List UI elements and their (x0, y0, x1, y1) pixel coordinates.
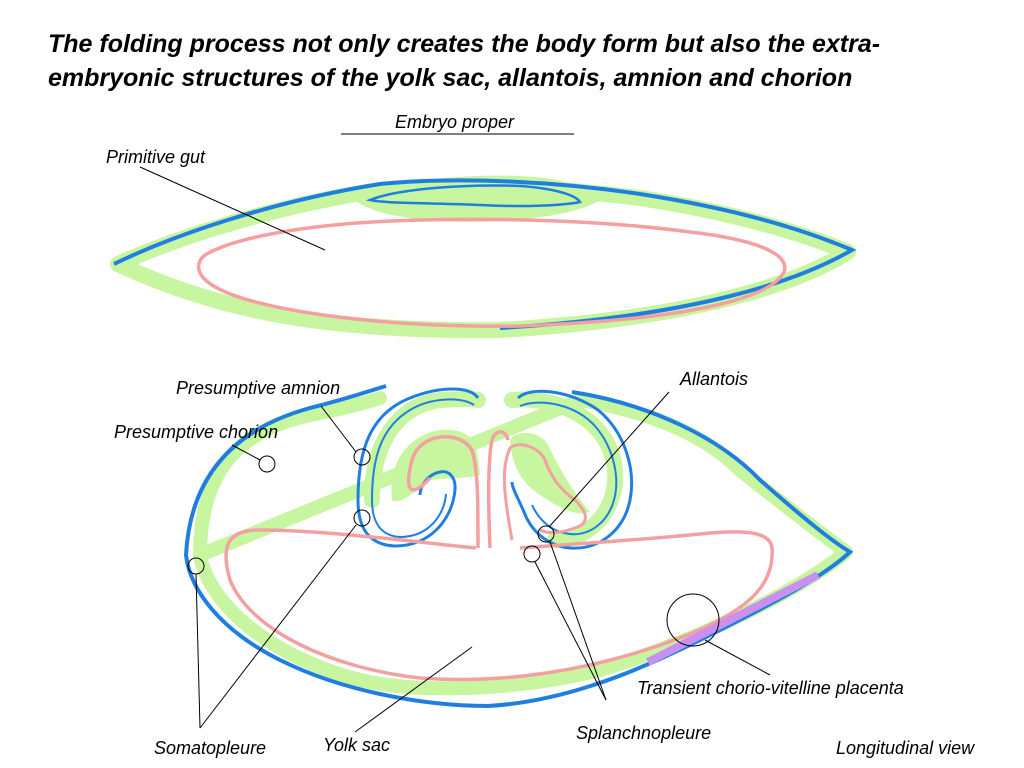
title-line-2: embryonic structures of the yolk sac, al… (48, 64, 853, 92)
amnion-outer-line (356, 387, 480, 548)
slide-title: The folding process not only creates the… (48, 27, 1008, 95)
title-line-1: The folding process not only creates the… (48, 30, 881, 58)
label-allantois: Allantois (680, 369, 749, 389)
head-fold-mass (391, 429, 480, 502)
amnion-inner-line (370, 398, 475, 539)
primitive-gut-leader (139, 166, 326, 251)
label-placenta: Transient chorio-vitelline placenta (637, 678, 904, 698)
placenta-marker (666, 593, 720, 647)
somatopleure-upper-marker (353, 509, 371, 527)
marker-circles (187, 448, 720, 647)
folded-ectoderm-outer (183, 384, 854, 708)
label-primitive-gut: Primitive gut (106, 147, 206, 167)
allantois-endoderm (502, 443, 587, 541)
placenta-bar (646, 571, 820, 666)
label-yolk-sac: Yolk sac (323, 735, 391, 755)
yolk-sac-endoderm (224, 528, 774, 682)
label-embryo-proper: Embryo proper (395, 112, 515, 132)
splanchnopleure-marker (523, 545, 541, 563)
label-longitudinal-view: Longitudinal view (836, 738, 975, 758)
label-somatopleure: Somatopleure (154, 738, 267, 758)
label-splanchnopleure: Splanchnopleure (576, 723, 712, 743)
label-presumptive-amnion: Presumptive amnion (176, 378, 341, 398)
chorion-marker (258, 455, 276, 473)
flat-endoderm (197, 217, 787, 328)
flat-amnion-line (365, 184, 583, 208)
flat-mesoderm (110, 178, 856, 339)
flat-embryo (110, 175, 857, 339)
folded-endoderm (406, 430, 510, 549)
leader-lines (195, 391, 771, 733)
folded-embryo (183, 384, 854, 708)
flat-ectoderm (113, 178, 857, 330)
amnion-right-outer (510, 389, 634, 550)
label-presumptive-chorion: Presumptive chorion (114, 422, 279, 442)
allantois-marker (537, 525, 555, 543)
amnion-marker (353, 448, 371, 466)
